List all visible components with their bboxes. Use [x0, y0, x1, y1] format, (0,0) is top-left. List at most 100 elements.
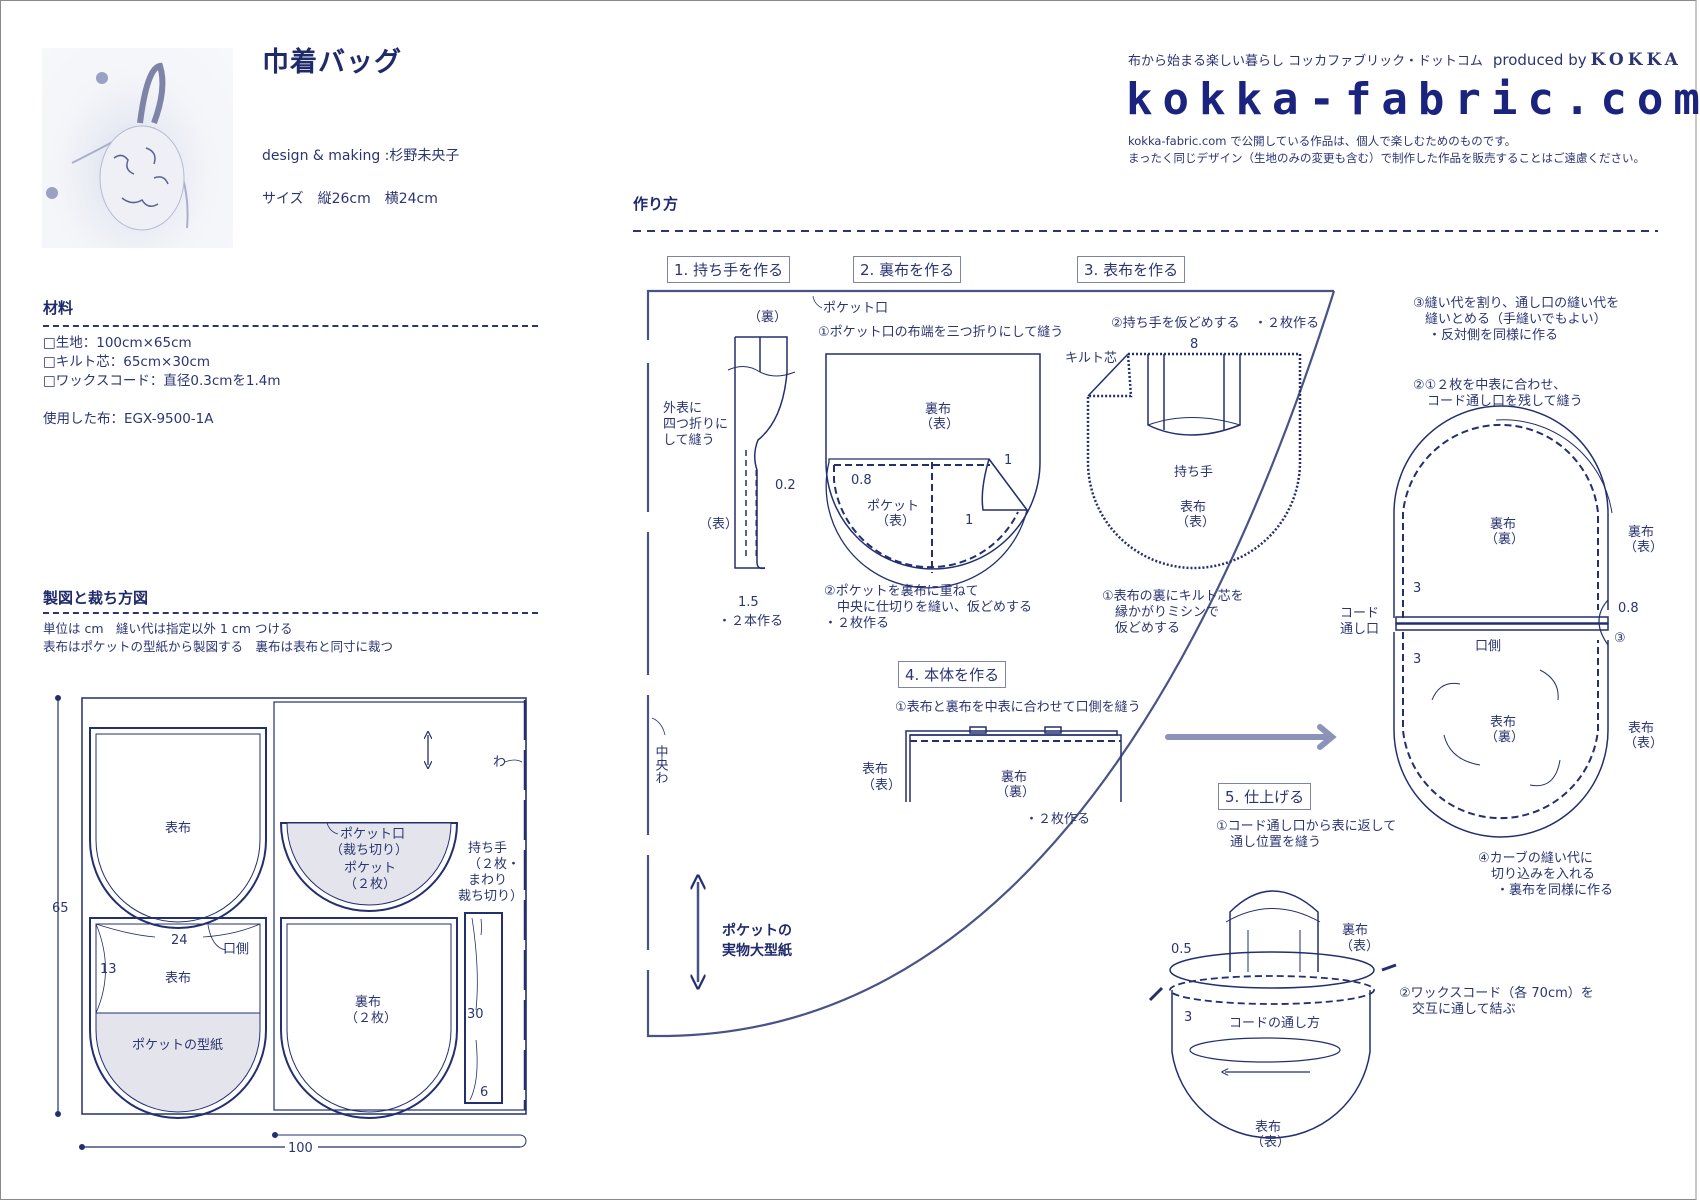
dim-width: 100 — [288, 1141, 313, 1156]
step4-lining-back-face: （裏） — [1485, 532, 1524, 547]
center-fold-label: 中央わ — [653, 745, 669, 784]
materials-divider — [43, 325, 538, 327]
handle-piece — [464, 912, 503, 1104]
step5-finished-bag-diagram — [1148, 890, 1397, 1139]
outer-top-label: 表布 — [165, 821, 191, 836]
step5-outer-face: （表） — [1251, 1135, 1290, 1150]
step4-lining-back-label: 裏布 — [1490, 517, 1516, 532]
pocket-pattern-label-1: ポケットの — [722, 922, 792, 939]
step2-lining-diagram — [825, 353, 1041, 589]
mouth-side-label: 口側 — [223, 942, 249, 957]
step4-inst-1: ①表布と裏布を中表に合わせて口側を縫う — [895, 700, 1141, 715]
step3-inst-1c: 仮どめする — [1115, 621, 1180, 636]
step4-circled-3: ③ — [1614, 631, 1626, 646]
materials-list: □生地：100cm×65cm □キルト芯：65cm×30cm □ワックスコード：… — [43, 334, 281, 429]
pocket-template-fill — [96, 1013, 260, 1112]
pocket-piece — [279, 822, 459, 912]
pocket-label: ポケット — [344, 861, 396, 876]
fold-label: わ — [493, 755, 506, 770]
site-logo[interactable]: kokka-fabric.com — [1126, 74, 1700, 125]
pocket-count-label: （２枚） — [344, 877, 396, 892]
step4-outer-back-label: 表布 — [1490, 715, 1516, 730]
step-2-heading: 2. 裏布を作る — [853, 256, 962, 283]
step4-mouth-label: 口側 — [1475, 639, 1501, 654]
step-1-heading: 1. 持ち手を作る — [667, 256, 791, 283]
step4-lining-face: （裏） — [996, 785, 1035, 800]
step1-dim-15: 1.5 — [738, 595, 759, 610]
handle-label-3: まわり — [468, 873, 507, 888]
pocket-mouth-label: ポケット口 — [340, 827, 405, 842]
step4-dim-3a: 3 — [1413, 581, 1421, 596]
step3-handle-label: 持ち手 — [1174, 465, 1213, 480]
outer-piece-bottom — [89, 917, 267, 1119]
step4-lining-label: 裏布 — [1001, 770, 1027, 785]
step-4-heading: 4. 本体を作る — [898, 661, 1007, 688]
step5-inst-2a: ②ワックスコード（各 70cm）を — [1399, 985, 1594, 1001]
pattern-notes: 単位は cm 縫い代は指定以外 1 cm つける 表布はポケットの型紙から製図す… — [43, 620, 393, 656]
step4-outer-front-label: 表布 — [1628, 721, 1654, 736]
lining-piece — [280, 917, 458, 1119]
handle-label-4: 裁ち切り） — [458, 888, 523, 904]
page-title: 巾着バッグ — [262, 47, 402, 78]
step4-body-diagram — [905, 726, 1122, 802]
dim-handle-30: 30 — [467, 1007, 484, 1022]
step4-dim-3b: 3 — [1413, 652, 1421, 667]
pocket-mouth-cut-label: （裁ち切り） — [330, 842, 408, 858]
dim-13: 13 — [100, 962, 117, 977]
step3-outer-diagram — [1086, 352, 1302, 570]
step5-inst-2b: 交互に通して結ぶ — [1412, 1001, 1516, 1017]
step1-note-3: して縫う — [663, 433, 715, 448]
step5-cord-path-label: コードの通し方 — [1229, 1015, 1320, 1031]
step4-outer-label: 表布 — [862, 762, 888, 777]
usage-notice: kokka-fabric.com で公開している作品は、個人で楽しむためのもので… — [1128, 133, 1645, 167]
step3-dim-8: 8 — [1190, 337, 1198, 352]
step4-opened-body-diagram — [1393, 405, 1613, 838]
step2-count: ・２枚作る — [824, 616, 889, 631]
step4-dim-08: 0.8 — [1618, 601, 1639, 616]
decor-flower-icon — [46, 187, 58, 199]
step5-dim-3: 3 — [1184, 1010, 1192, 1025]
step1-count: ・２本作る — [718, 614, 783, 629]
dim-24: 24 — [171, 933, 188, 948]
dim-handle-6: 6 — [480, 1085, 488, 1100]
produced-by: produced by — [1492, 51, 1587, 69]
howto-title: 作り方 — [633, 195, 678, 213]
pattern-divider — [43, 612, 538, 614]
step1-note-2: 四つ折りに — [663, 417, 728, 432]
step1-handle-diagram — [727, 336, 796, 570]
step2-pocket-face: （表） — [876, 514, 915, 529]
step5-inst-1a: ①コード通し口から表に返して — [1216, 819, 1396, 834]
pattern-note-2: 表布はポケットの型紙から製図する 裏布は表布と同寸に裁つ — [43, 639, 394, 654]
kokka-logo[interactable]: KOKKA — [1590, 50, 1682, 70]
cutting-layout — [55, 695, 527, 1150]
step4-cord-label-1: コード — [1340, 606, 1379, 621]
step2-lining-face: （表） — [920, 417, 959, 432]
step1-front-label: （表） — [699, 517, 738, 532]
step2-inst-1: ①ポケット口の布端を三つ折りにして縫う — [818, 325, 1063, 340]
handle-label-1: 持ち手 — [468, 841, 507, 856]
pattern-title: 製図と裁ち方図 — [43, 589, 149, 607]
bag-size: サイズ 縦26cm 横24cm — [262, 191, 438, 207]
step3-inst-1a: ①表布の裏にキルト芯を — [1102, 589, 1244, 604]
step-5-heading: 5. 仕上げる — [1218, 783, 1312, 810]
step4-outer-face: （表） — [862, 778, 901, 793]
step3-inst-2: ②持ち手を仮どめする — [1111, 316, 1240, 331]
step4-outer-back-face: （裏） — [1485, 730, 1524, 745]
step4-inst-4b: 切り込みを入れる — [1491, 867, 1595, 882]
step4-lining-front-face: （表） — [1624, 540, 1663, 555]
outer-piece-top — [89, 727, 267, 929]
step4-inst-2a: ②①２枚を中表に合わせ、 — [1413, 378, 1566, 393]
material-item: □キルト芯：65cm×30cm — [43, 354, 211, 370]
step2-inst-2a: ②ポケットを裏布に重ねて — [824, 583, 979, 599]
fabric-used: 使用した布：EGX-9500-1A — [43, 411, 214, 427]
step5-inst-1b: 通し位置を縫う — [1230, 835, 1321, 850]
step4-lining-front-label: 裏布 — [1628, 525, 1654, 540]
step4-count: ・２枚作る — [1025, 812, 1090, 827]
step3-outer-label: 表布 — [1180, 500, 1206, 515]
step3-inst-1b: 縁かがりミシンで — [1115, 604, 1219, 620]
step5-dim-05: 0.5 — [1171, 942, 1192, 957]
materials-title: 材料 — [43, 299, 74, 317]
step2-pocket-label: ポケット — [867, 499, 919, 514]
